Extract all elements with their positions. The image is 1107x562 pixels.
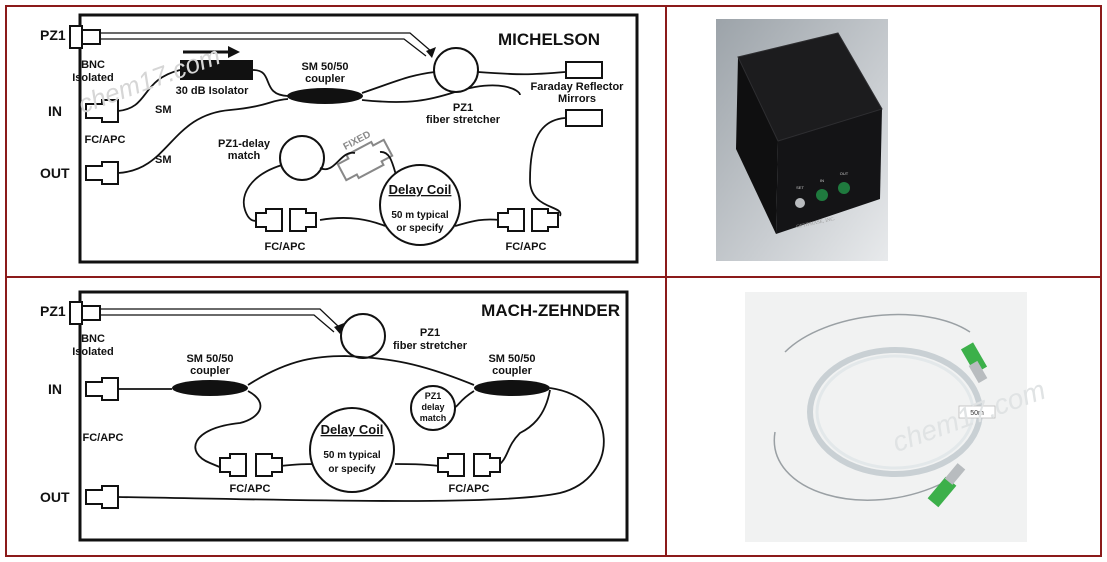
mz-bnc-connector: [69, 301, 101, 325]
mz-coupler-left-label-1: SM 50/50: [186, 353, 233, 365]
fc-connector-bottom: [927, 476, 957, 508]
out-label: OUT: [40, 165, 70, 181]
faraday-mirror-bottom: [565, 109, 603, 127]
michelson-diagram: MICHELSON PZ1 BNC Isolated 30 dB Isolato…: [40, 13, 639, 264]
mz-delay-label-2: delay: [421, 402, 444, 412]
mz-fcapc-left-label: FC/APC: [230, 483, 271, 495]
stretcher-label-1: PZ1: [453, 102, 473, 114]
mz-fcapc-pair-left: [219, 453, 283, 477]
coupler-label-2: coupler: [305, 73, 345, 85]
mz-coupler-right-label-2: coupler: [492, 365, 532, 377]
mach-zehnder-diagram: MACH-ZEHNDER PZ1 BNC Isolated PZ1 fiber …: [40, 290, 629, 542]
coupler-label-1: SM 50/50: [301, 61, 348, 73]
faraday-label-1: Faraday Reflector: [531, 81, 625, 93]
stretcher-label-2: fiber stretcher: [426, 114, 501, 126]
delay-match-coil: [279, 135, 325, 181]
mz-out-label: OUT: [40, 489, 70, 505]
fiber-coil-photo: 50m chem17.com: [745, 292, 1049, 542]
mz-fcapc-pair-right: [437, 453, 501, 477]
fcapc-pair-left: [255, 208, 317, 232]
coil-label-1: 50 m typical: [391, 210, 448, 221]
mz-bnc-label: BNC: [81, 333, 105, 345]
sm-top-label: SM: [155, 104, 172, 116]
sm-bottom-label: SM: [155, 154, 172, 166]
isolator-block: [180, 60, 253, 80]
mz-stretcher-label-2: fiber stretcher: [393, 340, 468, 352]
row-divider: [5, 276, 1102, 278]
coil-label-2: or specify: [396, 223, 444, 234]
faraday-mirror-top: [565, 61, 603, 79]
mz-fcapc-right-label: FC/APC: [449, 483, 490, 495]
in-port-label: IN: [820, 178, 824, 183]
mz-pz1-label: PZ1: [40, 303, 66, 319]
fc-connector-top: [960, 342, 988, 374]
pz1-label: PZ1: [40, 27, 66, 43]
mz-stretcher-label-1: PZ1: [420, 327, 440, 339]
fiber-stretcher: [433, 47, 479, 93]
isolator-label: 30 dB Isolator: [176, 85, 249, 97]
delay-match-label-2: match: [228, 150, 261, 162]
mz-delay-coil-label: Delay Coil: [321, 422, 384, 437]
mz-coupler-right-label-1: SM 50/50: [488, 353, 535, 365]
bnc-connector: [69, 25, 101, 49]
isolated-label: Isolated: [72, 72, 114, 84]
bnc-label: BNC: [81, 59, 105, 71]
delay-coil-label: Delay Coil: [389, 182, 452, 197]
mz-delay-match-coil: [410, 385, 456, 431]
coupler: [287, 88, 363, 104]
mz-coupler-right: [474, 380, 550, 396]
side-fcapc-label: FC/APC: [85, 134, 126, 146]
faraday-label-2: Mirrors: [558, 93, 596, 105]
mz-coil-label-2: or specify: [328, 464, 376, 475]
length-tag-label: 50m: [970, 410, 984, 417]
mz-delay-label-1: PZ1: [425, 391, 442, 401]
fcapc-right-label: FC/APC: [506, 241, 547, 253]
mz-delay-label-3: match: [420, 413, 447, 423]
mz-coil-label-1: 50 m typical: [323, 450, 380, 461]
set-port-label: SET: [796, 185, 804, 190]
fixed-connector: FIXED: [336, 129, 394, 182]
length-tag: [958, 405, 996, 419]
mz-isolated-label: Isolated: [72, 346, 114, 358]
delay-coil: [379, 164, 461, 246]
mz-fiber-stretcher: [340, 313, 386, 359]
table-frame: [5, 5, 1102, 557]
delay-match-label-1: PZ1-delay: [218, 138, 271, 150]
mz-coupler-left: [172, 380, 248, 396]
bnc-port: [795, 198, 805, 208]
mz-delay-coil: [309, 407, 395, 493]
fcapc-left-label: FC/APC: [265, 241, 306, 253]
column-divider: [665, 5, 667, 557]
mz-in-label: IN: [48, 381, 62, 397]
mach-zehnder-title: MACH-ZEHNDER: [481, 301, 620, 320]
fcapc-pair-right: [497, 208, 559, 232]
out-port: [838, 182, 850, 194]
in-label: IN: [48, 103, 62, 119]
mz-side-fcapc-label: FC/APC: [83, 432, 124, 444]
michelson-title: MICHELSON: [498, 30, 600, 49]
in-port: [816, 189, 828, 201]
out-port-label: OUT: [840, 171, 849, 176]
mz-coupler-left-label-2: coupler: [190, 365, 230, 377]
instrument-box-photo: SET IN OUT OPTIPHASE, INC.: [716, 19, 888, 261]
